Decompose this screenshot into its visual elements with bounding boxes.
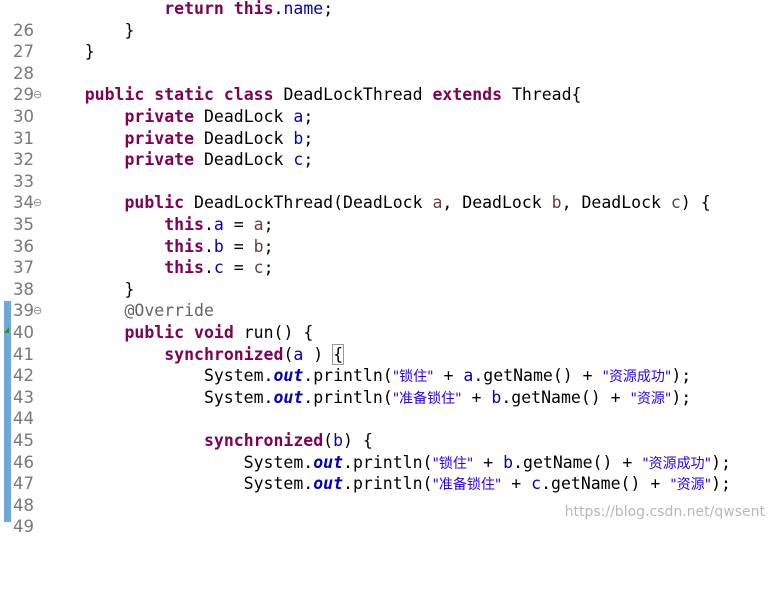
code-line[interactable]: 43 System.out.println("锁住" + a.getName()… [0,365,771,407]
change-ruler [4,301,11,522]
code-text[interactable]: synchronized(b) { [203,431,373,450]
code-line[interactable]: 27 } [0,20,771,62]
code-line[interactable]: 35 ⊖ public DeadLockThread(DeadLock a, D… [0,192,771,234]
override-marker-icon [4,327,9,333]
code-text[interactable]: } [45,20,135,40]
code-line[interactable]: 47 System.out.println("锁住" + b.getName()… [0,452,771,494]
line-number: 47 [13,474,34,494]
line-number: 32 [13,150,34,170]
line-number: 44 [13,409,34,429]
code-text[interactable]: public DeadLockThread(DeadLock a, DeadLo… [124,193,711,213]
line-number: 30 [13,106,34,126]
code-text[interactable]: this.b = b; [164,236,274,256]
code-line[interactable]: 44 System.out.println("准备锁住" + b.getName… [0,387,771,429]
code-text[interactable]: System.out.println("锁住" + a.getName() + … [45,366,692,386]
fold-toggle-icon[interactable]: ⊖ [33,88,43,102]
code-line[interactable]: 26 return this.name; [0,0,771,40]
code-line[interactable]: 42 synchronized(a ) { [0,343,771,385]
code-text[interactable]: System.out.println("锁住" + b.getName() + … [45,452,731,472]
code-line[interactable]: 45 [0,408,771,450]
line-number: 42 [13,366,34,386]
line-number: 28 [13,63,34,83]
fold-toggle-icon[interactable]: ⊖ [33,304,43,318]
line-number: 31 [13,128,34,148]
line-number: 34 [13,193,34,213]
line-number: 38 [13,279,34,299]
code-line[interactable]: 29 [0,63,771,104]
code-line[interactable]: 37 this.b = b; [0,236,771,278]
code-text[interactable]: } [45,279,135,299]
line-number: 46 [13,452,34,472]
line-number: 37 [13,258,34,278]
line-number: 33 [13,171,34,191]
line-number: 29 [13,85,34,105]
code-editor[interactable]: 26 return this.name; 27 } 28 } 29 30 ⊖ p… [0,0,771,536]
line-number: 27 [13,42,34,62]
code-line[interactable]: 36 this.a = a; [0,214,771,256]
code-line[interactable]: 33 private DeadLock c; [0,149,771,191]
code-text[interactable]: @Override [124,301,214,321]
code-line[interactable]: 39 } [0,279,771,321]
line-number: 43 [13,387,34,407]
fold-toggle-icon[interactable]: ⊖ [33,196,43,210]
code-text[interactable]: public void run() { [124,323,314,342]
code-line[interactable]: 46 synchronized(b) { [0,430,771,472]
code-line[interactable]: 28 } [0,41,771,83]
code-text[interactable]: this.a = a; [164,215,274,234]
code-text[interactable]: System.out.println("准备锁住" + c.getName() … [45,474,731,494]
line-number: 41 [13,344,34,364]
code-text[interactable]: this.c = c; [164,258,274,278]
code-line[interactable]: 32 private DeadLock b; [0,128,771,170]
watermark: https://blog.csdn.net/qwsent [564,504,765,520]
code-line[interactable]: 31 private DeadLock a; [0,106,771,148]
code-text[interactable]: private DeadLock c; [124,150,314,170]
code-text[interactable]: System.out.println("准备锁住" + b.getName() … [45,387,692,407]
code-text[interactable]: } [45,42,95,62]
line-number: 49 [13,517,34,537]
code-line[interactable]: 40 ⊖ @Override [0,300,771,342]
line-number: 40 [13,322,34,342]
code-text[interactable]: return this.name; [164,0,334,18]
code-text[interactable]: private DeadLock a; [124,107,314,126]
code-line[interactable]: 34 [0,171,771,212]
line-number: 36 [13,236,34,256]
code-line[interactable]: 41 public void run() { [0,322,771,364]
code-line[interactable]: 38 this.c = c; [0,257,771,299]
line-number: 39 [13,301,34,321]
code-line[interactable]: 30 ⊖ public static class DeadLockThread … [0,84,771,126]
line-number: 26 [13,20,34,40]
code-text[interactable]: public static class DeadLockThread exten… [84,85,582,105]
line-number: 45 [13,430,34,450]
code-text[interactable]: synchronized(a ) { [164,343,345,365]
code-text[interactable]: private DeadLock b; [124,128,314,148]
line-number: 35 [13,214,34,234]
code-line[interactable]: 48 System.out.println("准备锁住" + c.getName… [0,473,771,515]
line-number: 48 [13,495,34,515]
